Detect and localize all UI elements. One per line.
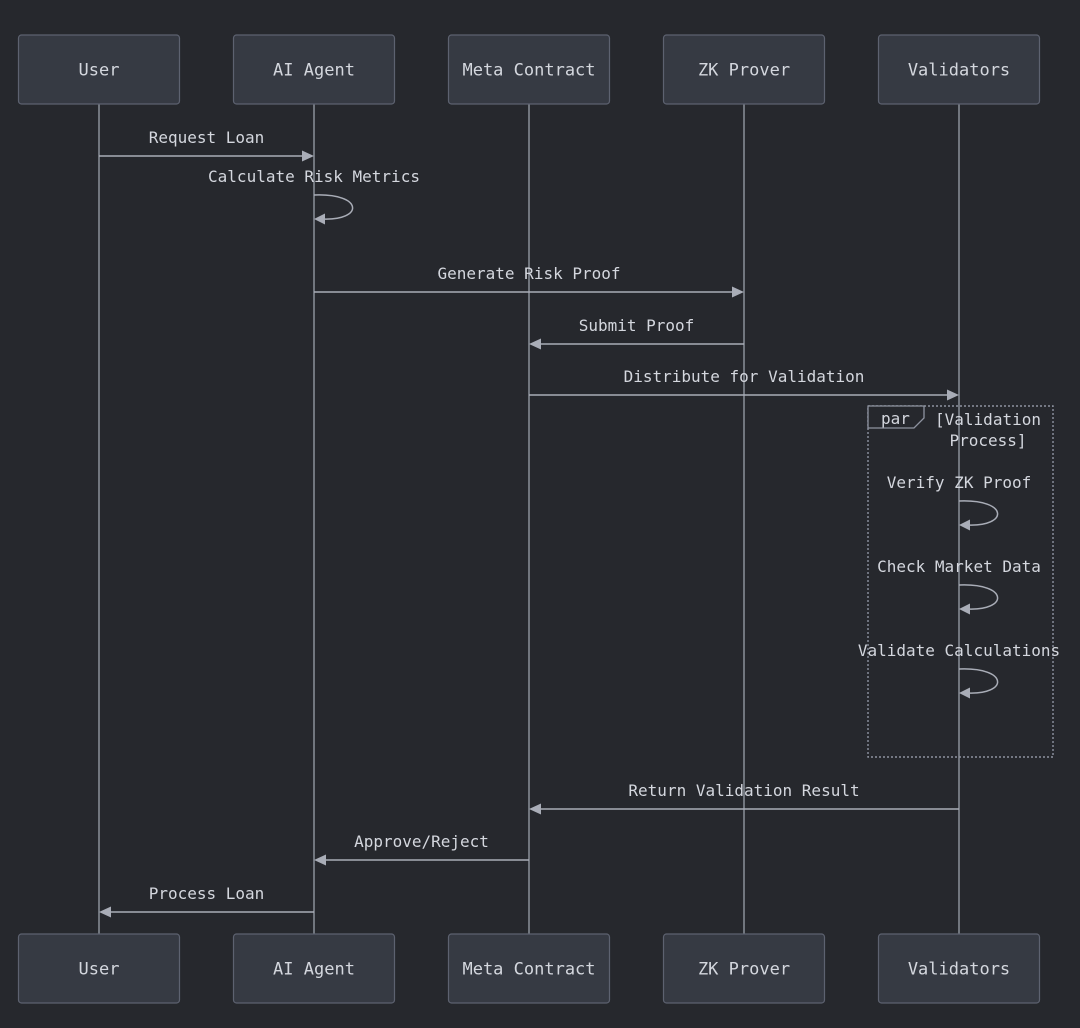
self-message-loop [958,668,999,694]
actor-user-top[interactable]: User [17,34,181,105]
arrowhead [99,906,111,918]
message-7: Check Market Data [877,557,1041,615]
actor-agent-top[interactable]: AI Agent [232,34,396,105]
actor-label: User [79,960,120,980]
actor-label: Meta Contract [462,960,595,980]
actor-user-bottom[interactable]: User [17,933,181,1004]
actor-box[interactable] [877,933,1041,1004]
actor-label: Validators [908,61,1010,81]
message-6: Verify ZK Proof [887,473,1032,531]
message-label: Approve/Reject [354,832,489,851]
message-label: Calculate Risk Metrics [208,167,420,186]
actor-agent-bottom[interactable]: AI Agent [232,933,396,1004]
arrowhead [732,286,744,298]
message-label: Validate Calculations [858,641,1060,660]
self-message-loop [958,584,999,610]
actor-box[interactable] [232,933,396,1004]
message-8: Validate Calculations [858,641,1060,699]
actor-label: AI Agent [273,960,355,980]
message-1: Request Loan [99,128,314,162]
actor-zk-bottom[interactable]: ZK Prover [662,933,826,1004]
par-frame [867,405,1054,758]
actor-label: AI Agent [273,61,355,81]
message-label: Generate Risk Proof [437,264,620,283]
message-3: Generate Risk Proof [314,264,744,298]
message-label: Verify ZK Proof [887,473,1032,492]
self-message-loop [313,194,354,220]
message-5: Distribute for Validation [529,367,959,401]
message-9: Return Validation Result [529,781,959,815]
par-condition-line-1: [Validation [935,410,1041,429]
lifelines [98,104,960,934]
message-label: Process Loan [149,884,265,903]
message-10: Approve/Reject [314,832,529,866]
arrowhead [314,854,326,866]
arrowhead [959,687,970,699]
actor-box[interactable] [17,34,181,105]
arrowhead [959,519,970,531]
par-tag-shape [867,405,925,429]
message-11: Process Loan [99,884,314,918]
par-condition-line-2: Process] [949,431,1026,450]
arrowhead [947,389,959,401]
actor-box[interactable] [232,34,396,105]
actor-validators-bottom[interactable]: Validators [877,933,1041,1004]
message-label: Request Loan [149,128,265,147]
actor-box[interactable] [447,34,611,105]
actor-box[interactable] [877,34,1041,105]
actor-box[interactable] [662,34,826,105]
actor-label: User [79,61,120,81]
arrowhead [314,213,325,225]
actor-box[interactable] [662,933,826,1004]
self-message-loop [958,500,999,526]
arrowhead [529,803,541,815]
arrowhead [529,338,541,350]
message-label: Check Market Data [877,557,1041,576]
actor-meta-bottom[interactable]: Meta Contract [447,933,611,1004]
actor-label: ZK Prover [698,960,790,980]
par-block: par [Validation Process] [867,405,1054,758]
par-tag-label: par [881,409,910,428]
message-label: Return Validation Result [628,781,859,800]
actor-validators-top[interactable]: Validators [877,34,1041,105]
actor-label: ZK Prover [698,61,790,81]
message-label: Distribute for Validation [624,367,865,386]
message-label: Submit Proof [579,316,695,335]
actor-zk-top[interactable]: ZK Prover [662,34,826,105]
actor-label: Meta Contract [462,61,595,81]
actor-box[interactable] [17,933,181,1004]
arrowhead [302,150,314,162]
arrowhead [959,603,970,615]
actor-meta-top[interactable]: Meta Contract [447,34,611,105]
actor-box[interactable] [447,933,611,1004]
message-2: Calculate Risk Metrics [208,167,420,225]
actor-label: Validators [908,960,1010,980]
message-4: Submit Proof [529,316,744,350]
